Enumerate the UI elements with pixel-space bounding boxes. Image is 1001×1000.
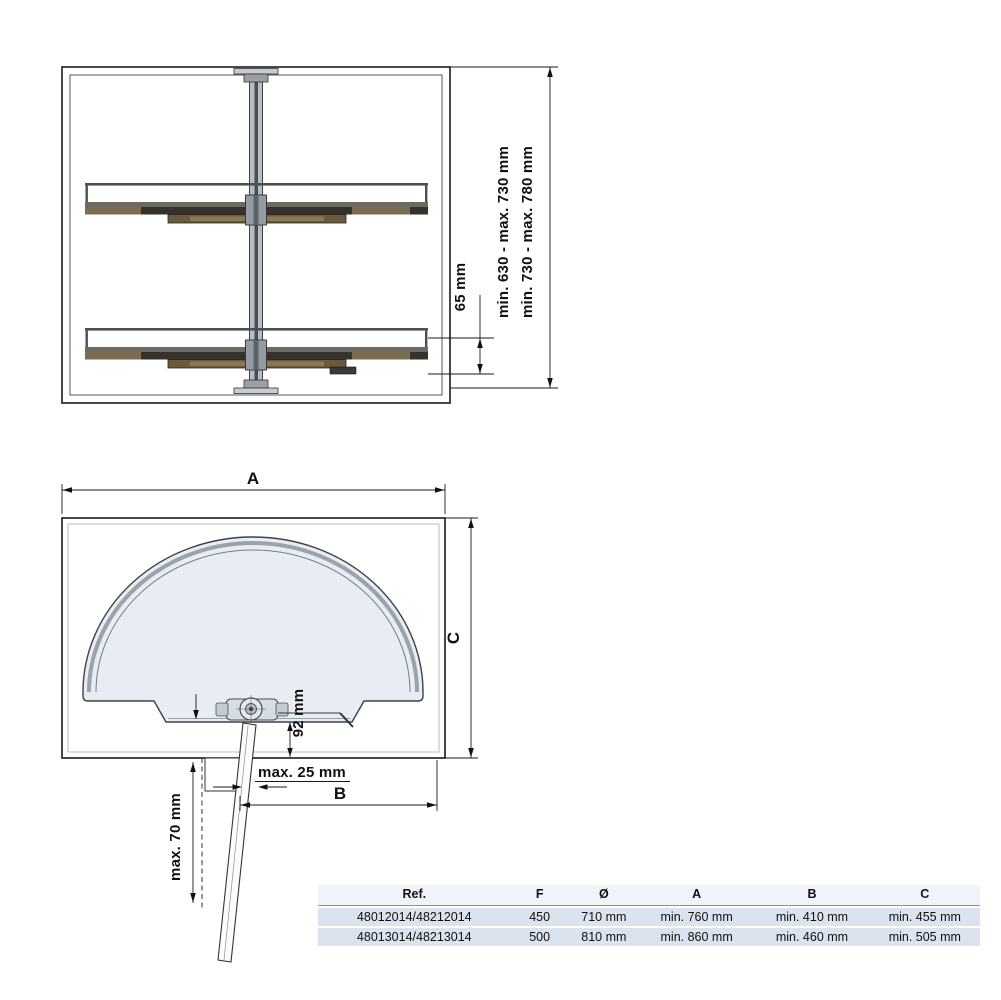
top-view-drawing: A — [61, 470, 478, 963]
col-header-f: F — [510, 885, 569, 906]
col-header-ref: Ref. — [318, 885, 511, 906]
door-overlay-label: max. 25 mm — [258, 764, 346, 781]
col-header-a: A — [638, 885, 755, 906]
arrowhead-right-icon — [232, 784, 242, 790]
front-view-drawing: 65 mm min. 630 - max. 730 mm min. 730 - … — [61, 66, 558, 404]
arrowhead-up-icon — [287, 722, 293, 731]
arrowhead-down-icon — [193, 710, 199, 720]
dim-B — [239, 760, 438, 811]
depth-label: C — [444, 632, 463, 644]
carousel-tier-upper — [85, 183, 428, 226]
dim-C — [445, 517, 478, 759]
dim-A — [61, 484, 446, 514]
arrowhead-up-icon — [477, 338, 483, 348]
cabinet-door — [217, 722, 257, 963]
dim-65mm — [428, 295, 494, 375]
arrowhead-left-icon — [240, 802, 250, 808]
arrowhead-down-icon — [190, 893, 196, 903]
arrowhead-down-icon — [477, 364, 483, 374]
arrowhead-left-icon — [258, 784, 268, 790]
cell-c: min. 455 mm — [869, 908, 980, 926]
bottom-mounting-plate — [233, 387, 279, 394]
spec-table: Ref. F Ø A B C 48012014/48212014 450 710… — [318, 883, 980, 948]
spec-table-row: 48012014/48212014 450 710 mm min. 760 mm… — [318, 908, 980, 926]
arrowhead-right-icon — [427, 802, 437, 808]
cell-c: min. 505 mm — [869, 928, 980, 946]
arrowhead-up-icon — [190, 762, 196, 772]
arrowhead-right-icon — [435, 487, 445, 493]
carousel-tier-lower — [85, 328, 428, 371]
col-header-diameter: Ø — [568, 885, 639, 906]
col-header-c: C — [869, 885, 980, 906]
dim-max70mm — [190, 762, 196, 903]
half-moon-platter — [82, 536, 424, 723]
arrowhead-up-icon — [468, 518, 474, 528]
cell-ref: 48013014/48213014 — [318, 928, 511, 946]
platter-rim — [87, 541, 419, 693]
arrowhead-down-icon — [287, 748, 293, 757]
spec-table-header-row: Ref. F Ø A B C — [318, 885, 980, 906]
arrowhead-up-icon — [547, 67, 553, 77]
cell-b: min. 460 mm — [754, 928, 870, 946]
cell-a: min. 860 mm — [638, 928, 755, 946]
dim-overall-height — [450, 66, 558, 389]
cell-b: min. 410 mm — [754, 908, 870, 926]
hinge-offset-label: max. 70 mm — [167, 793, 184, 881]
dim-92mm — [287, 722, 293, 757]
arrowhead-left-icon — [62, 487, 72, 493]
cell-f: 450 — [510, 908, 569, 926]
cell-ref: 48012014/48212014 — [318, 908, 511, 926]
col-header-b: B — [754, 885, 870, 906]
spec-table-row: 48013014/48213014 500 810 mm min. 860 mm… — [318, 928, 980, 946]
lower-tier-latch — [329, 366, 357, 375]
arrowhead-down-icon — [547, 378, 553, 388]
top-mounting-plate — [233, 68, 279, 75]
cell-diameter: 810 mm — [568, 928, 639, 946]
shelf-clearance-label: 65 mm — [452, 263, 469, 312]
carousel-column — [233, 68, 279, 394]
recess-leader — [193, 694, 199, 720]
pivot-mechanism — [215, 695, 354, 728]
width-label: A — [247, 470, 259, 488]
inner-height-label: min. 630 - max. 730 mm — [495, 146, 512, 318]
cell-f: 500 — [510, 928, 569, 946]
cell-diameter: 710 mm — [568, 908, 639, 926]
pivot-offset-label: 92 mm — [290, 689, 307, 738]
dim-max25mm — [213, 781, 350, 790]
bottom-bearing — [243, 379, 269, 389]
outer-height-label: min. 730 - max. 780 mm — [519, 146, 536, 318]
cell-a: min. 760 mm — [638, 908, 755, 926]
arrowhead-down-icon — [468, 748, 474, 758]
b-label: B — [334, 784, 346, 803]
